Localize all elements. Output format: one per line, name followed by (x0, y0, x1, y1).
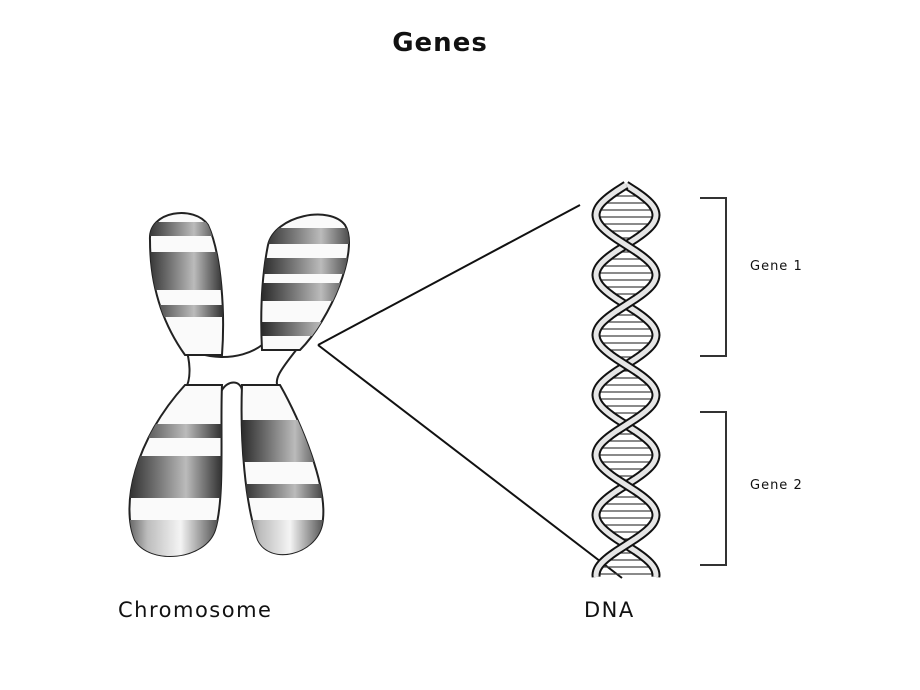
gene-1-label: Gene 1 (750, 259, 803, 274)
chromosome (128, 212, 350, 557)
chromosome-arm-bottom-right (240, 384, 325, 556)
chromosome-arm-bottom-left (128, 384, 224, 557)
zoom-line-bottom (317, 344, 623, 579)
dna-label: DNA (584, 598, 635, 622)
gene-2-label: Gene 2 (750, 478, 803, 493)
chromosome-label: Chromosome (118, 598, 273, 622)
dna-helix (591, 181, 661, 578)
diagram-title: Genes (392, 28, 488, 58)
chromosome-arm-top-right (260, 213, 350, 351)
zoom-line-top (317, 204, 581, 346)
dna-strand-b (593, 182, 659, 578)
chromosome-arm-top-left (148, 212, 225, 356)
dna-strand-a (593, 182, 659, 578)
gene-2-bracket (700, 411, 727, 566)
gene-1-bracket (700, 197, 727, 357)
